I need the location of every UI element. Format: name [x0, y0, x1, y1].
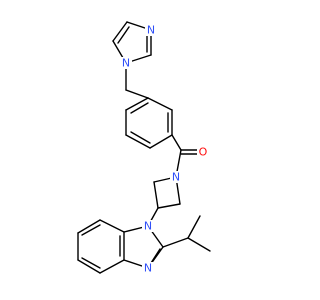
label-background	[142, 262, 154, 274]
label-background	[170, 171, 182, 183]
benzimidazole-n1-label: N	[144, 220, 152, 233]
bond	[99, 259, 125, 274]
isopropyl-group	[162, 215, 211, 252]
carbonyl-oxygen-label: O	[199, 146, 208, 159]
bond	[117, 26, 130, 44]
bond	[77, 259, 101, 274]
molecule-canvas: N N O N N N	[77, 21, 211, 275]
bond	[162, 237, 189, 248]
phenyl-ring	[125, 97, 173, 149]
bond	[153, 181, 159, 209]
bond	[130, 102, 149, 114]
bond	[125, 97, 149, 111]
imidazole-n3-label: N	[147, 24, 155, 37]
bond	[187, 237, 211, 252]
bond	[77, 219, 101, 234]
bond	[171, 134, 182, 151]
bond	[149, 134, 173, 149]
bond	[157, 203, 181, 209]
bond	[187, 215, 201, 239]
bond	[150, 248, 161, 264]
bond	[81, 257, 101, 269]
bond	[112, 21, 128, 42]
benzimidazole-n3-label: N	[144, 262, 152, 275]
bond	[99, 219, 125, 233]
imidazole-ring	[112, 21, 152, 64]
label-background	[197, 146, 209, 158]
label-background	[145, 24, 157, 36]
molecule-structure: N N O N N N	[77, 21, 211, 275]
label-background	[142, 220, 154, 232]
bond	[147, 97, 173, 111]
bond	[125, 134, 151, 149]
bond	[81, 224, 101, 236]
label-background	[120, 57, 132, 69]
imidazole-n1-label: N	[122, 57, 130, 70]
bond	[130, 131, 151, 144]
ch2-linker-bond	[125, 89, 149, 99]
azetidine-nitrogen-label: N	[172, 171, 180, 184]
